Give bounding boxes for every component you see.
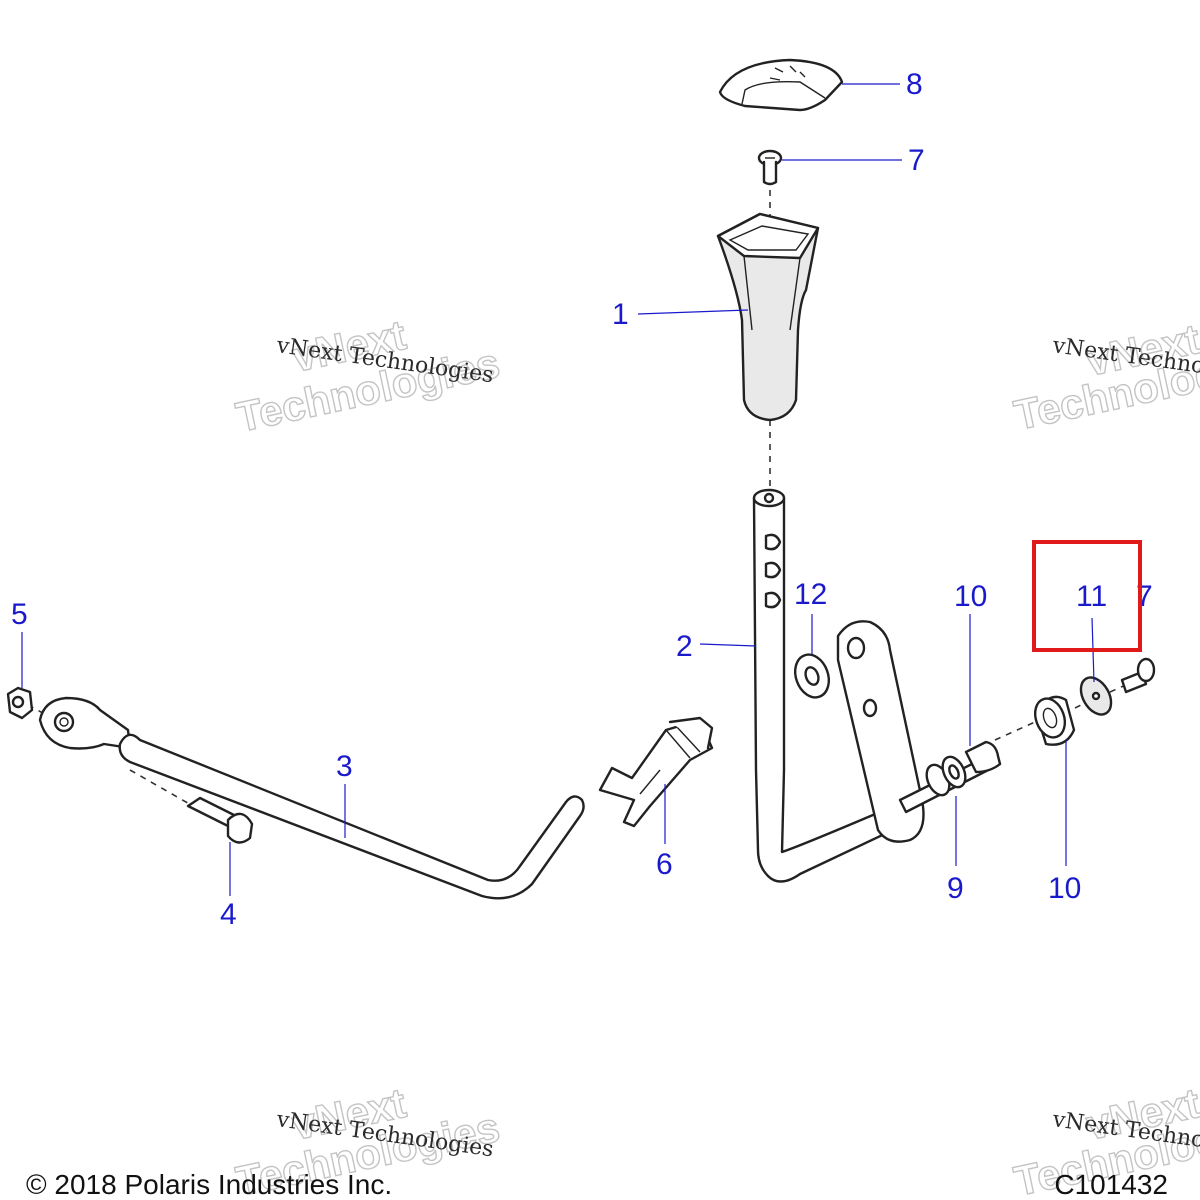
part-highlight-box	[1032, 540, 1142, 652]
callout-5[interactable]: 5	[11, 598, 28, 631]
copyright-text: © 2018 Polaris Industries Inc.	[26, 1169, 392, 1200]
shift-lever-part	[752, 488, 912, 883]
callout-labels: 8 7 1 12 2 10 11 7 5 3 6 9 10 4	[11, 68, 1153, 931]
callout-10-bottom[interactable]: 10	[1048, 872, 1081, 905]
callout-11[interactable]: 11	[1076, 580, 1107, 613]
callout-7-top[interactable]: 7	[908, 144, 925, 177]
knob-screw-part	[757, 149, 783, 186]
shift-knob-cap-part	[718, 58, 844, 112]
callout-12[interactable]: 12	[794, 578, 827, 611]
svg-text:vNext: vNext	[288, 311, 410, 381]
callout-3[interactable]: 3	[336, 750, 353, 783]
retaining-clip-part	[598, 716, 714, 828]
shift-bracket-part	[836, 620, 1002, 843]
callout-6[interactable]: 6	[656, 848, 673, 881]
callout-4[interactable]: 4	[220, 898, 237, 931]
washer-small-part	[1079, 676, 1113, 716]
bushing-part	[1033, 695, 1076, 746]
assembly-axis-lines	[27, 178, 1129, 811]
callout-8[interactable]: 8	[906, 68, 923, 101]
callout-10-top[interactable]: 10	[954, 580, 987, 613]
washer-part	[793, 653, 831, 699]
callout-1[interactable]: 1	[612, 298, 629, 331]
shift-link-rod-part	[38, 696, 585, 900]
wave-washer-part	[925, 755, 967, 797]
watermark-top-right: vNext Technologies vNext Technologies	[1009, 314, 1200, 439]
watermark-top-left: vNext Technologies vNext Technologies	[231, 310, 504, 441]
diagram-code: C101432	[1054, 1169, 1168, 1200]
pivot-screw-part	[1120, 657, 1156, 694]
callout-2[interactable]: 2	[676, 630, 693, 663]
leader-lines	[21, 83, 1095, 896]
callout-9[interactable]: 9	[947, 872, 964, 905]
bolt-part	[186, 796, 254, 844]
nut-part	[6, 686, 34, 720]
shift-knob-part	[716, 212, 820, 422]
